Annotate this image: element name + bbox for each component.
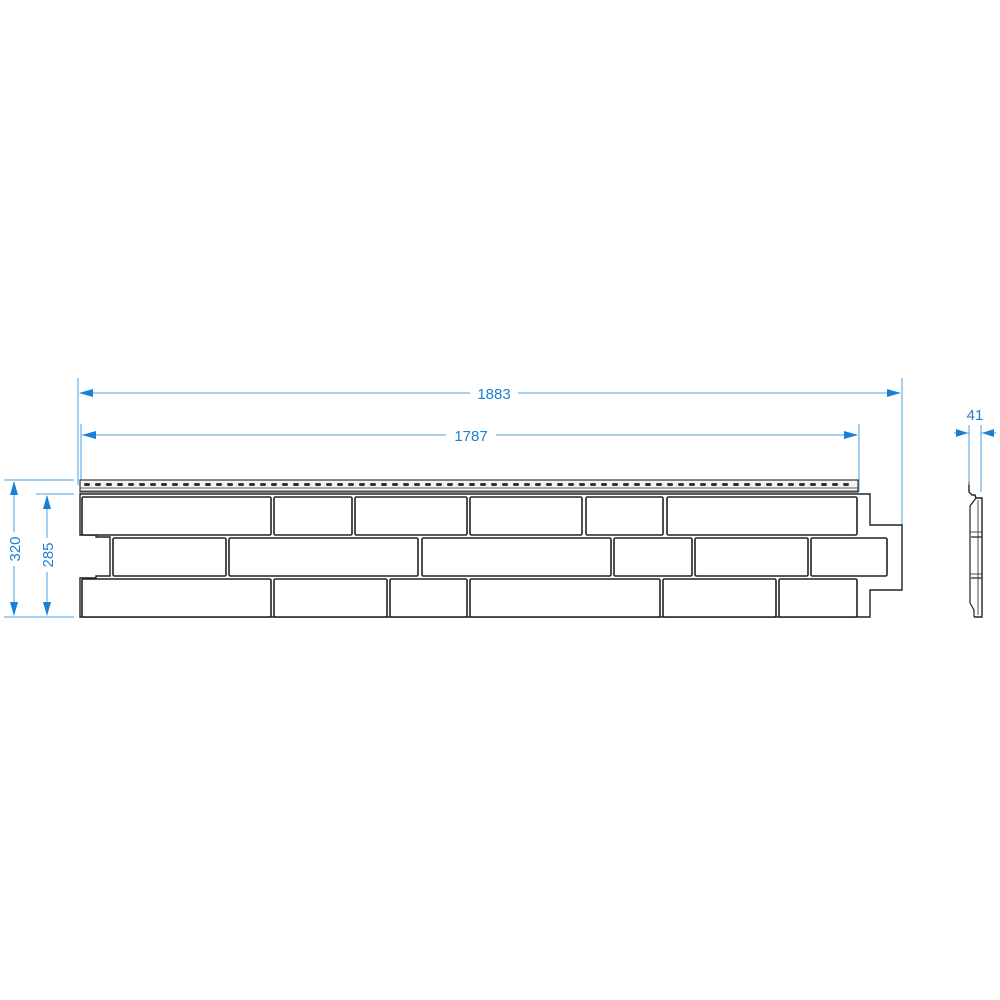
dimension-overall-height: 320 (4, 479, 74, 618)
arrow-right-icon (887, 389, 901, 397)
brick (273, 578, 388, 618)
brick-row-1 (81, 496, 858, 536)
dimension-label-visible-length: 1787 (454, 428, 487, 445)
brick (469, 496, 583, 536)
brick-row-3 (81, 578, 858, 618)
brick (389, 578, 468, 618)
panel-side-profile (968, 482, 983, 618)
arrow-up-icon (10, 481, 18, 495)
dimension-label-visible-height: 285 (40, 542, 57, 567)
dimension-label-overall-height: 320 (7, 536, 24, 561)
brick (585, 496, 664, 536)
brick (421, 537, 612, 577)
brick (228, 537, 419, 577)
dimension-visible-length: 1787 (80, 424, 860, 492)
arrow-down-icon (43, 602, 51, 616)
arrow-right-icon (956, 429, 968, 437)
brick (112, 537, 227, 577)
arrow-left-icon (82, 431, 96, 439)
arrow-left-icon (982, 429, 994, 437)
dimension-label-overall-length: 1883 (477, 386, 510, 403)
brick (469, 578, 661, 618)
brick (613, 537, 693, 577)
dimension-visible-height: 285 (36, 493, 74, 616)
panel-front-view (79, 479, 903, 618)
nailing-slots (84, 483, 849, 486)
brick (778, 578, 858, 618)
brick (354, 496, 468, 536)
brick (666, 496, 858, 536)
brick (694, 537, 809, 577)
dimension-label-thickness: 41 (967, 407, 984, 424)
dimension-thickness: 41 (954, 407, 996, 492)
arrow-up-icon (43, 495, 51, 509)
brick (810, 537, 888, 577)
arrow-down-icon (10, 602, 18, 616)
brick-row-2 (112, 537, 888, 577)
brick (273, 496, 353, 536)
dimension-overall-length: 1883 (77, 378, 903, 525)
brick (81, 578, 272, 618)
brick (662, 578, 777, 618)
arrow-right-icon (844, 431, 858, 439)
brick (81, 496, 272, 536)
arrow-left-icon (79, 389, 93, 397)
